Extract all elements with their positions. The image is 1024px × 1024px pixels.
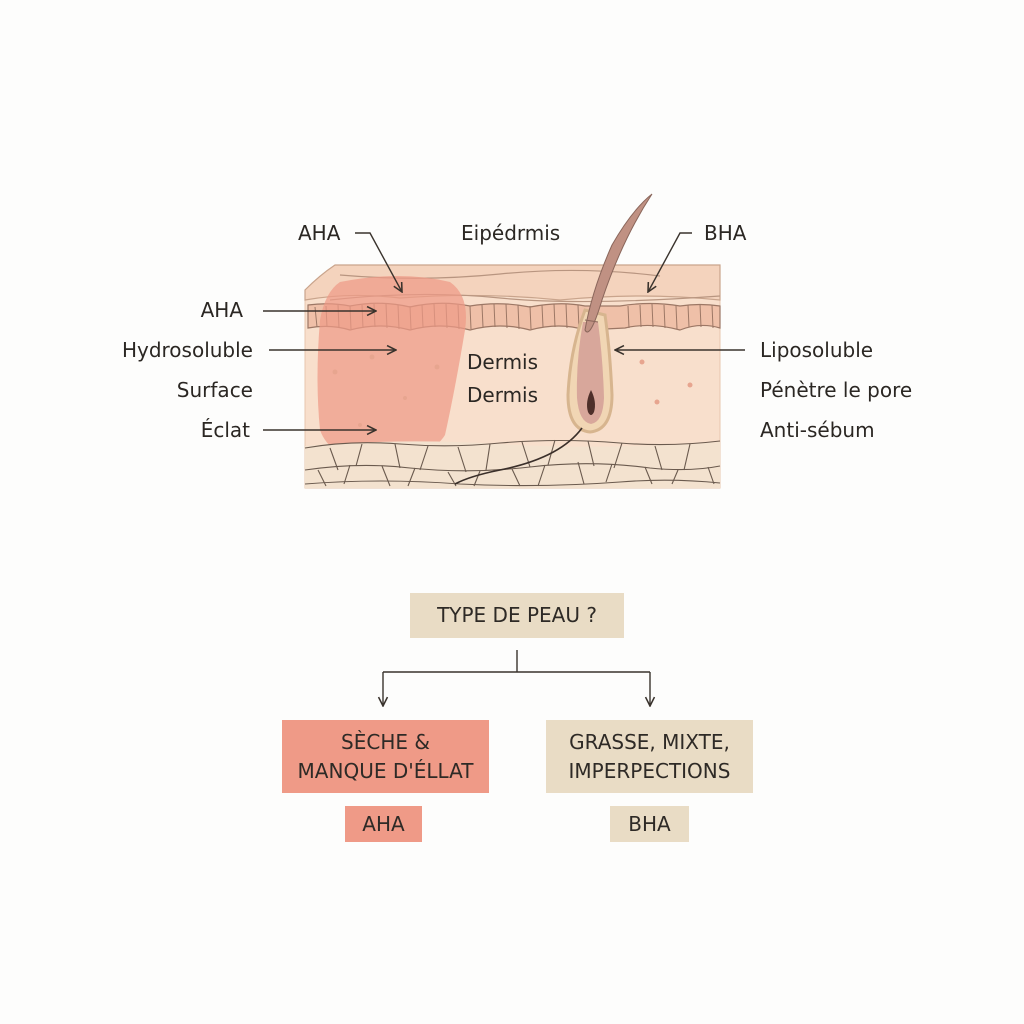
label-penetre-le-pore: Pénètre le pore — [760, 378, 913, 402]
label-bha-top: BHA — [704, 221, 747, 245]
oily-skin-line-2: IMPERPECTIONS — [568, 758, 731, 783]
label-anti-sebum: Anti-sébum — [760, 418, 875, 442]
aha-result-box: AHA — [345, 806, 422, 842]
flowchart-connectors — [383, 650, 650, 706]
bha-result-box: BHA — [610, 806, 689, 842]
label-liposoluble: Liposoluble — [760, 338, 874, 362]
hair-follicle — [566, 308, 614, 434]
oily-skin-condition-box: GRASSE, MIXTE, IMPERPECTIONS — [546, 720, 753, 793]
arrow-bha-top — [648, 232, 692, 292]
nerve-line — [454, 427, 583, 485]
label-epidermis: Eipédrmis — [461, 221, 561, 245]
skin-dots — [332, 354, 693, 427]
label-hydrosoluble: Hydrosoluble — [121, 338, 253, 362]
dry-skin-condition-box: SÈCHE & MANQUE D'ÉLLAT — [282, 720, 489, 793]
hair-shaft — [584, 193, 653, 333]
dry-skin-line-2: MANQUE D'ÉLLAT — [297, 758, 474, 783]
dry-skin-line-1: SÈCHE & — [341, 729, 430, 754]
label-surface: Surface — [176, 378, 253, 402]
annotation-arrows — [263, 232, 745, 430]
oily-skin-line-1: GRASSE, MIXTE, — [569, 729, 730, 754]
skin-block — [304, 193, 721, 489]
arrow-aha-top — [355, 232, 402, 292]
label-dermis-2: Dermis — [467, 383, 539, 407]
skin-type-question-box: TYPE DE PEAU ? — [410, 593, 624, 638]
aha-penetration-zone — [317, 276, 466, 460]
label-aha-left: AHA — [200, 298, 243, 322]
hypodermis-cells — [304, 439, 721, 488]
label-aha-top: AHA — [298, 221, 341, 245]
label-dermis-1: Dermis — [467, 350, 539, 374]
label-eclat: Éclat — [200, 418, 250, 442]
